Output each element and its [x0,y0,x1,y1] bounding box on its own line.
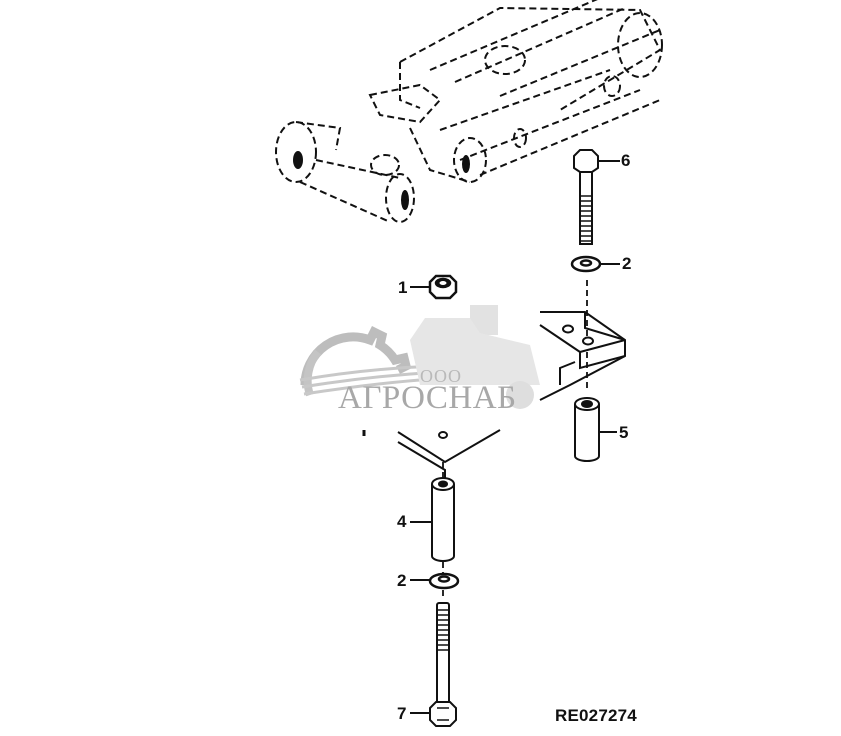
frame-bores [293,151,470,210]
callout-5: 5 [619,423,629,442]
spacer-long-icon [431,477,455,562]
figure-id: RE027274 [555,706,637,725]
callout-1: 1 [398,278,408,297]
callout-6: 6 [621,151,631,170]
callout-7: 7 [397,704,407,723]
hex-nut-icon [428,274,458,300]
frame-assembly-dashed [275,0,663,223]
spacer-short-icon [574,397,600,462]
cap-screw-lower-icon [429,602,457,727]
watermark-name: АГРОСНАБ [338,380,517,416]
callout-2-lower: 2 [397,571,407,590]
watermark-prefix: ООО [420,366,462,386]
leader-lines [410,160,620,714]
callout-2-upper: 2 [622,254,632,273]
washer-lower-icon [428,572,460,590]
watermark-logo-icon [299,305,540,409]
bracket-plate [362,311,626,478]
washer-upper-icon [570,255,602,273]
callout-4: 4 [397,512,407,531]
cap-screw-upper-icon [573,149,599,245]
